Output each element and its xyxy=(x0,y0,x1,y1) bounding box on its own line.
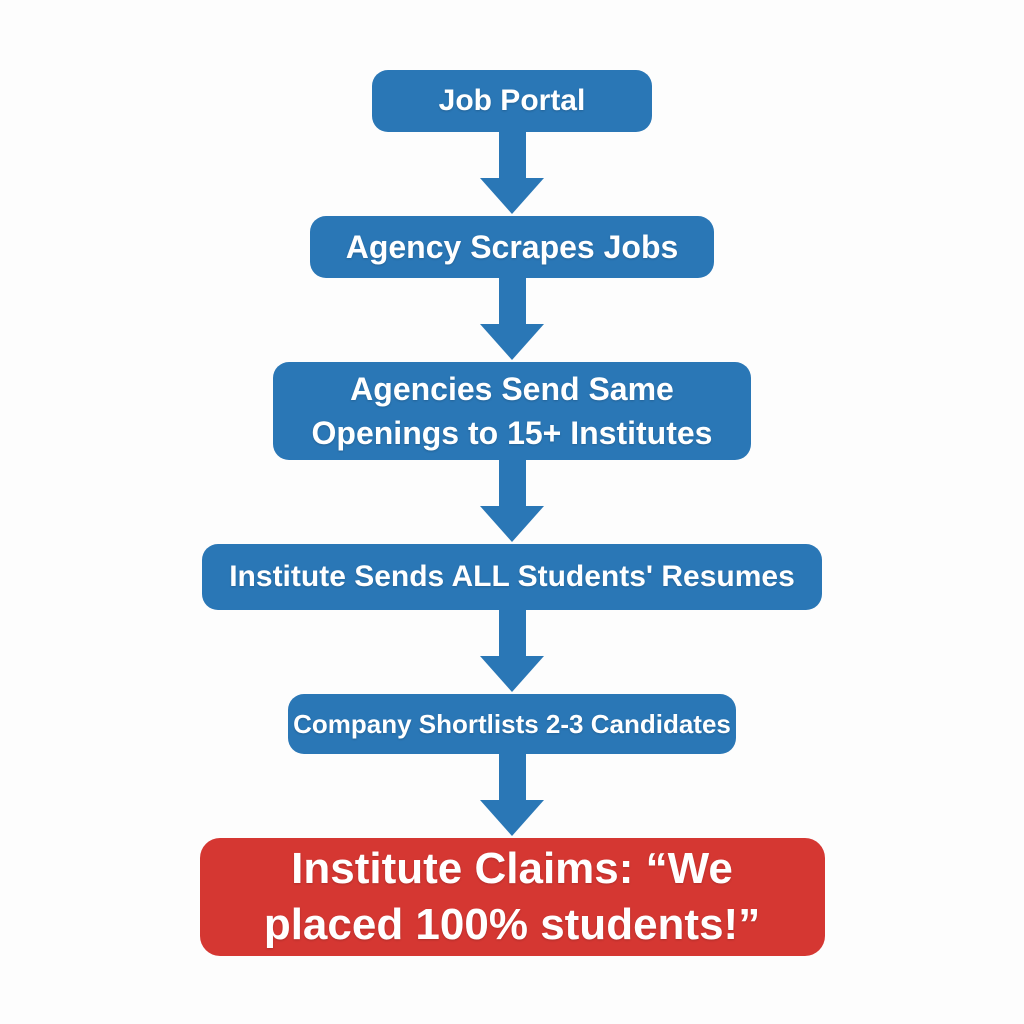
flow-step-agency-scrapes-jobs: Agency Scrapes Jobs xyxy=(310,216,714,278)
arrow-head xyxy=(480,506,544,542)
flow-step-label-line-2: Openings to 15+ Institutes xyxy=(311,415,713,451)
flow-step-label: Agency Scrapes Jobs xyxy=(345,228,679,265)
flow-step-job-portal: Job Portal xyxy=(372,70,652,132)
arrow-down-icon xyxy=(480,752,544,838)
arrow-stem xyxy=(498,608,526,656)
flow-step-institute-sends-resumes: Institute Sends ALL Students' Resumes xyxy=(202,544,822,610)
arrow-stem xyxy=(498,276,526,324)
arrow-down-icon xyxy=(480,276,544,362)
flow-step-label-line-2: placed 100% students!” xyxy=(263,900,761,949)
arrow-down-icon xyxy=(480,608,544,694)
flow-step-label-line-1: Institute Claims: “We xyxy=(291,844,733,893)
arrow-down-icon xyxy=(480,458,544,544)
flow-step-company-shortlists: Company Shortlists 2-3 Candidates xyxy=(288,694,736,754)
flow-step-label: Institute Sends ALL Students' Resumes xyxy=(229,560,795,593)
flow-step-label: Company Shortlists 2-3 Candidates xyxy=(293,708,731,739)
arrow-head xyxy=(480,178,544,214)
arrow-stem xyxy=(498,458,526,506)
flow-step-label: Job Portal xyxy=(438,84,586,117)
arrow-stem xyxy=(498,752,526,800)
flow-step-institute-claims: Institute Claims: “We placed 100% studen… xyxy=(199,838,825,956)
arrow-down-icon xyxy=(480,130,544,216)
arrow-head xyxy=(480,800,544,836)
arrow-head xyxy=(480,324,544,360)
arrow-stem xyxy=(498,130,526,178)
arrow-head xyxy=(480,656,544,692)
flow-step-agencies-send-openings: Agencies Send Same Openings to 15+ Insti… xyxy=(273,362,751,460)
flow-step-label-line-1: Agencies Send Same xyxy=(350,371,674,407)
